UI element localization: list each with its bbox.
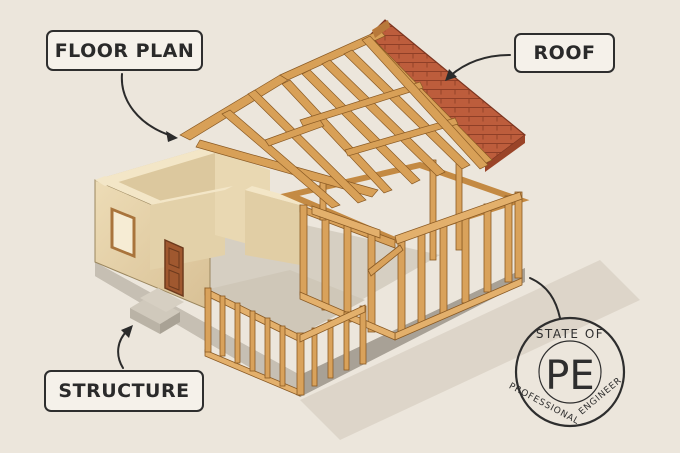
stamp-center-text: PE bbox=[545, 353, 594, 399]
floor-plan-label: FLOOR PLAN bbox=[46, 30, 203, 71]
leader-stamp bbox=[529, 277, 561, 319]
leader-roof bbox=[449, 54, 511, 77]
roof-assembly bbox=[179, 19, 526, 209]
roof-label: ROOF bbox=[514, 33, 615, 73]
timber-framing bbox=[204, 159, 530, 397]
leader-structure bbox=[117, 329, 129, 369]
structure-label: STRUCTURE bbox=[44, 370, 204, 412]
masonry-walls bbox=[94, 145, 306, 311]
leader-structure-arrow bbox=[121, 325, 133, 338]
leader-floor-plan bbox=[120, 73, 173, 137]
leader-floor-plan-arrow bbox=[166, 131, 178, 142]
stamp-top-text: STATE OF bbox=[536, 327, 604, 341]
entry-steps bbox=[130, 288, 184, 334]
leader-lines bbox=[117, 54, 561, 369]
leader-roof-arrow bbox=[445, 69, 457, 81]
